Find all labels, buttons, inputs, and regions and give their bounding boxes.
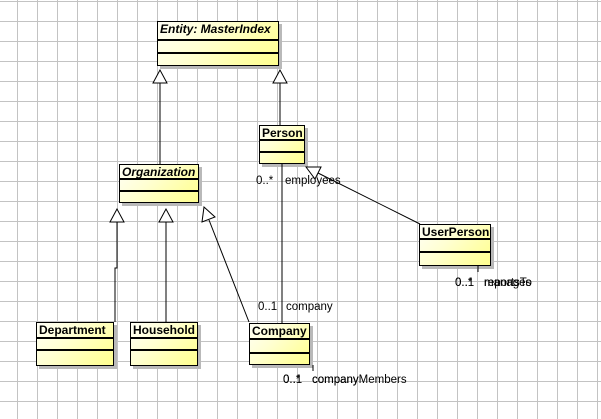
multiplicity-label: 0..1 (455, 277, 475, 289)
role-label-company[interactable]: company (286, 301, 333, 313)
generalization-arrowhead-icon (109, 207, 125, 223)
multiplicity-label-employees[interactable]: 0..* (256, 175, 274, 187)
generalization-arrowhead-icon (201, 205, 216, 223)
class-household[interactable]: Household (130, 322, 198, 366)
operations-compartment (420, 253, 490, 265)
role-label: companyMembers (312, 374, 407, 386)
operations-compartment (131, 351, 197, 365)
attributes-compartment (260, 141, 304, 153)
generalization-arrowhead-icon (272, 68, 288, 84)
operations-compartment (158, 54, 278, 65)
generalization-company-organization-line[interactable] (208, 219, 250, 323)
multiplicity-label: 0..1 (283, 374, 303, 386)
role-label: reportsTo (484, 277, 532, 289)
generalization-department-organization-line[interactable] (114, 222, 118, 322)
generalization-arrowhead-icon (158, 207, 174, 223)
role-label: company (312, 374, 359, 386)
class-person[interactable]: Person (259, 125, 305, 164)
class-userperson[interactable]: UserPerson (419, 224, 491, 266)
class-title: UserPerson (420, 225, 490, 240)
multiplicity-label: 0..* (283, 374, 301, 386)
multiplicity-label-company[interactable]: 0..1 (258, 301, 278, 313)
class-entity-masterindex[interactable]: Entity: MasterIndex (157, 21, 279, 66)
operations-compartment (250, 354, 309, 364)
class-title: Person (260, 126, 304, 141)
operations-compartment (37, 351, 113, 365)
role-label: manages (484, 277, 532, 289)
operations-compartment (260, 153, 304, 163)
class-department[interactable]: Department (36, 322, 114, 366)
attributes-compartment (250, 340, 309, 354)
class-title: Department (37, 323, 113, 339)
multiplicity-label: 0..* (455, 277, 473, 289)
generalization-arrowhead-icon (152, 68, 168, 84)
class-title: Company (250, 324, 309, 340)
attributes-compartment (131, 339, 197, 351)
class-company[interactable]: Company (249, 323, 310, 365)
class-title: Household (131, 323, 197, 339)
class-title: Organization (120, 165, 198, 180)
attributes-compartment (120, 180, 198, 192)
class-organization[interactable]: Organization (119, 164, 199, 203)
class-title: Entity: MasterIndex (158, 22, 278, 41)
attributes-compartment (37, 339, 113, 351)
role-label-employees[interactable]: employees (285, 175, 341, 187)
attributes-compartment (158, 41, 278, 54)
operations-compartment (120, 192, 198, 202)
attributes-compartment (420, 240, 490, 253)
